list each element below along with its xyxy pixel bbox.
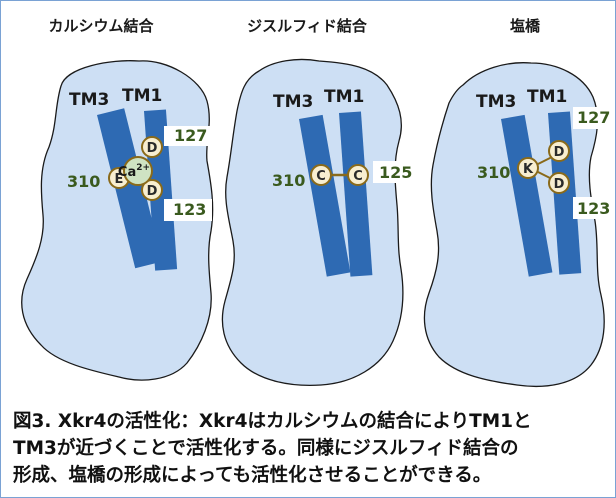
residue-number-127: 127 — [577, 108, 610, 127]
residue-number-123: 123 — [577, 199, 610, 218]
caption-line: 図3. Xkr4の活性化：Xkr4はカルシウムの結合によりTM1と — [13, 411, 532, 432]
residue-d127-letter: D — [554, 145, 565, 160]
helix-tm3 — [299, 114, 351, 277]
caption-line: TM3が近づくことで活性化する。同様にジスルフィド結合の — [13, 438, 519, 459]
panel-disulfide-bond: ジスルフィド結合 TM3 TM1 C C 125 310 — [221, 17, 419, 387]
residue-e310-letter: E — [115, 172, 124, 187]
residue-k310-circle — [517, 157, 539, 179]
calcium-ion-label: Ca2+ — [118, 163, 150, 180]
diagram-panels: カルシウム結合 TM3 TM1 D D E Ca2+ 127 123 310 ジ… — [21, 17, 613, 388]
label-backdrop — [573, 197, 613, 219]
residue-k310-letter: K — [523, 162, 534, 177]
residue-number-310: 310 — [477, 163, 510, 182]
figure-caption: 図3. Xkr4の活性化：Xkr4はカルシウムの結合によりTM1と TM3が近づ… — [13, 408, 605, 489]
residue-c125-letter: C — [353, 169, 363, 184]
residue-c310-circle — [310, 164, 332, 186]
residue-number-310: 310 — [272, 171, 305, 190]
panel-calcium-binding: カルシウム結合 TM3 TM1 D D E Ca2+ 127 123 310 — [21, 17, 214, 381]
residue-d123-circle — [548, 172, 570, 194]
residue-number-125: 125 — [379, 163, 412, 182]
helix-tm1 — [339, 111, 373, 277]
panel-title: カルシウム結合 — [48, 17, 154, 35]
residue-c125-circle — [347, 164, 369, 186]
residue-c310-letter: C — [316, 169, 326, 184]
helix-tm3 — [501, 114, 553, 277]
label-backdrop — [573, 107, 613, 129]
tm3-label: TM3 — [273, 92, 313, 112]
tm1-label: TM1 — [122, 86, 162, 106]
calcium-ion — [123, 156, 153, 186]
residue-d127-circle — [141, 136, 163, 158]
residue-d123-letter: D — [554, 177, 565, 192]
tm1-label: TM1 — [527, 87, 567, 107]
label-backdrop — [164, 126, 212, 146]
residue-number-127: 127 — [174, 126, 207, 145]
panel-title: 塩橋 — [510, 17, 541, 35]
caption-line: 形成、塩橋の形成によっても活性化させることができる。 — [13, 465, 492, 486]
tm3-label: TM3 — [69, 90, 109, 110]
residue-number-123: 123 — [173, 200, 206, 219]
helix-tm3 — [97, 108, 163, 269]
residue-d127-circle — [548, 140, 570, 162]
label-backdrop — [373, 161, 419, 183]
residue-d123-letter: D — [147, 184, 158, 199]
tm3-label: TM3 — [476, 92, 516, 112]
residue-d123-circle — [141, 179, 163, 201]
label-backdrop — [164, 199, 212, 221]
panel-title: ジスルフィド結合 — [247, 17, 368, 35]
residue-number-310: 310 — [67, 172, 100, 191]
panel-salt-bridge: 塩橋 TM3 TM1 D D K 127 123 310 — [423, 17, 613, 388]
residue-d127-letter: D — [147, 141, 158, 156]
tm1-label: TM1 — [324, 87, 364, 107]
